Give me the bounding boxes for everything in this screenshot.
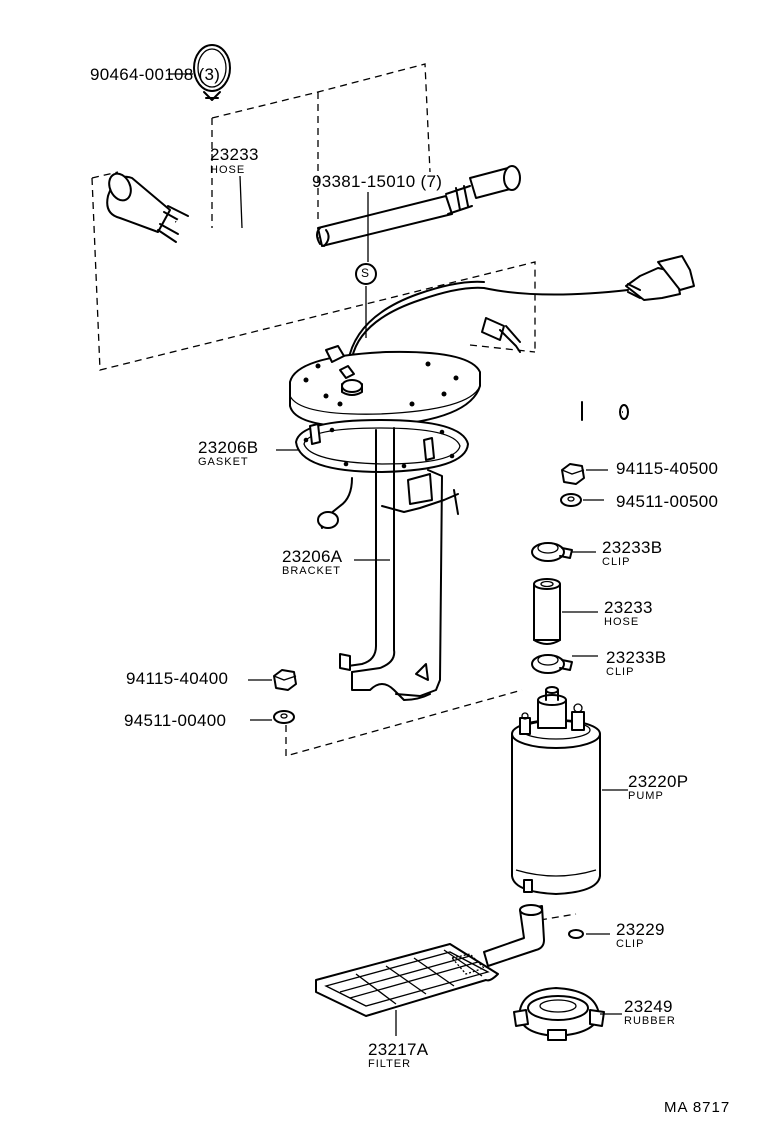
part-number-94511-00500: 94511-00500 <box>616 492 719 511</box>
part-number-94511-00400: 94511-00400 <box>124 711 227 730</box>
part-name-hose-mid: HOSE <box>604 616 640 628</box>
nut-94115-40400-icon <box>273 669 297 691</box>
filter-23217a-icon <box>315 904 545 1017</box>
part-number-94115-40500: 94115-40500 <box>616 459 719 478</box>
part-name-clip-upper: CLIP <box>602 556 631 568</box>
part-name-gasket: GASKET <box>198 456 249 468</box>
clip-23229-icon <box>568 929 584 939</box>
part-number-94115-40400: 94115-40400 <box>126 669 229 688</box>
leader-23233-top <box>239 175 243 229</box>
part-name-hose-top: HOSE <box>210 164 246 176</box>
part-name-clip-23229: CLIP <box>616 938 645 950</box>
part-name-rubber: RUBBER <box>624 1015 676 1027</box>
part-name-filter: FILTER <box>368 1058 412 1070</box>
clip-23233b-upper-icon <box>531 542 573 562</box>
s-mark-label: S <box>361 266 370 280</box>
part-number-23249: 23249 <box>624 997 673 1016</box>
part-number-90464: 90464-00108 (3) <box>90 65 221 84</box>
nut-94115-40500-icon <box>561 463 585 485</box>
mounting-flange-icon <box>289 345 481 428</box>
part-number-23206b: 23206B <box>198 438 259 457</box>
washer-94511-00400-icon <box>273 710 295 724</box>
part-name-bracket: BRACKET <box>282 565 341 577</box>
diagram-code: MA 8717 <box>664 1099 731 1116</box>
part-number-23206a: 23206A <box>282 547 343 566</box>
part-number-23233b-lower: 23233B <box>606 648 667 667</box>
hose-23233-mid-icon <box>533 578 561 645</box>
part-number-93381: 93381-15010 (7) <box>312 172 443 191</box>
upper-hose-23233-icon <box>106 172 320 248</box>
clamp-90464-icon <box>193 44 231 101</box>
wire-harness-icon <box>347 255 695 363</box>
rubber-cushion-23249-icon <box>513 987 605 1041</box>
part-number-23229: 23229 <box>616 920 665 939</box>
filter-frame-dash <box>539 913 577 921</box>
part-number-23233-top: 23233 <box>210 145 259 164</box>
gasket-23206b-icon <box>295 419 469 473</box>
washer-94511-00500-icon <box>560 493 582 507</box>
lower-assembly-frame <box>285 689 523 757</box>
part-number-23233-mid: 23233 <box>604 598 653 617</box>
clip-23233b-lower-icon <box>531 654 573 674</box>
part-number-23220p: 23220P <box>628 772 689 791</box>
s-mark-icon <box>355 263 377 285</box>
bracket-23206a-icon <box>317 427 459 701</box>
part-number-23217a: 23217A <box>368 1040 429 1059</box>
part-name-clip-lower: CLIP <box>606 666 635 678</box>
pipe-93381-icon <box>316 165 521 247</box>
part-name-pump: PUMP <box>628 790 664 802</box>
upper-assembly-frame <box>91 63 536 371</box>
part-number-23233b-upper: 23233B <box>602 538 663 557</box>
fuel-pump-23220p-icon <box>511 686 601 895</box>
